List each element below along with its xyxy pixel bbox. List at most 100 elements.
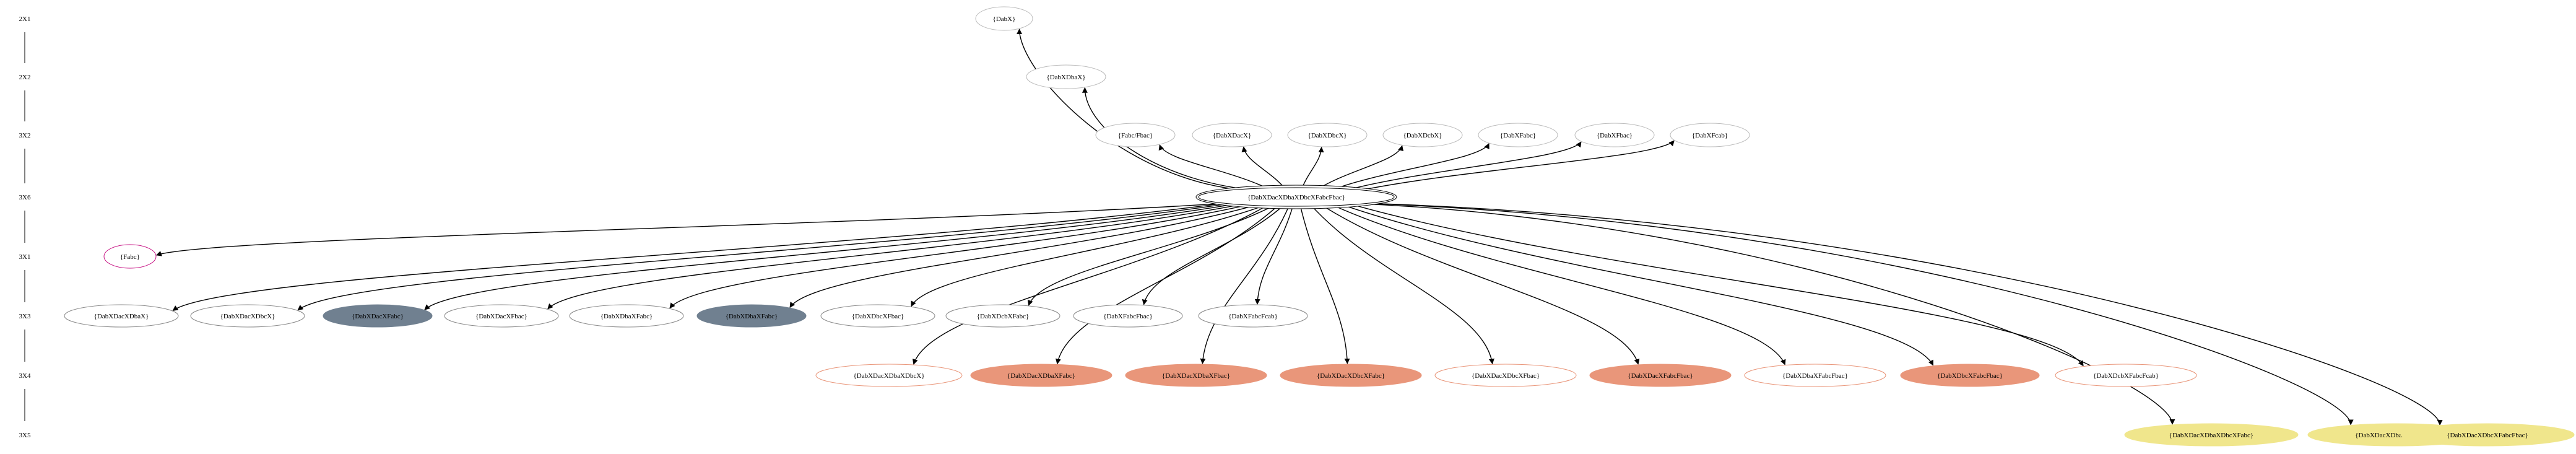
node-d4[interactable]: {DabXDacXDbcXFabc} [1280,364,1422,387]
node-e3[interactable]: {DabXDacXDbcXFabcFbac} [2400,423,2575,447]
edge-root-to-c7 [911,203,1270,307]
rank-label-r5: 3X1 [19,253,31,261]
node-n2[interactable]: {Fabc/Fbac} [1095,123,1176,147]
node-d8[interactable]: {DabXDbcXFabcFbac} [1900,364,2040,387]
node-shape [970,364,1112,387]
node-shape [1073,304,1183,328]
node-label: {DabXDbaXFabc} [726,313,778,320]
node-label: {DabXFabcFbac} [1103,313,1153,320]
node-shape-inner [1198,187,1395,207]
edge-root-to-c3 [424,203,1239,310]
node-shape [190,304,305,328]
edge-root-to-n8 [1360,140,1675,191]
node-shape [815,364,963,387]
edge-root-to-n3 [1241,146,1287,191]
node-n1[interactable]: {DabXDbaX} [1026,64,1106,89]
node-label: {DabXDacXFabc} [352,313,404,320]
node-n8[interactable]: {DabXFcab} [1670,123,1750,147]
node-shape [1744,364,1886,387]
node-d3[interactable]: {DabXDacXDbaXFbac} [1125,364,1267,387]
edge-root-to-d5 [1309,203,1494,365]
node-label: {DabXDacXDbaXDbcXFabc} [2169,432,2253,439]
node-d7[interactable]: {DabXDbaXFabcFbac} [1744,364,1886,387]
node-n0[interactable]: {DabX} [975,6,1033,31]
edge-root-to-n2 [1158,144,1272,191]
rank-label-r3: 3X2 [19,132,31,139]
edge-root-to-c1 [172,203,1223,312]
node-label: {DabXDacXDbaXFabc} [1007,372,1075,380]
node-label: {DabXDcbXFabc} [977,313,1029,320]
node-shape [1125,364,1267,387]
node-label: {DabXFabcFcab} [1228,313,1278,320]
node-label: {DabXDbcXFabcFbac} [1937,372,2003,380]
edge-root-to-n1 [1082,87,1262,191]
node-n4[interactable]: {DabXDbcX} [1287,123,1368,147]
edge-root-to-n6 [1330,143,1490,191]
edge-root-to-d2 [1055,203,1281,365]
node-shape [2124,423,2299,447]
node-shape [696,304,807,328]
node-label: {DabXFcab} [1692,132,1728,139]
edge-root-to-n4 [1300,146,1324,191]
node-d1[interactable]: {DabXDacXDbaXDbcX} [815,364,963,387]
node-c3[interactable]: {DabXDacXFabc} [323,304,433,328]
node-label: {DabXDacXDbaX} [94,313,149,320]
edge-root-to-d6 [1319,203,1640,365]
node-c5[interactable]: {DabXDbaXFabc} [569,304,684,328]
node-shape [1574,123,1655,147]
node-shape [1198,304,1308,328]
node-label: {DabXDacXDbaXDbcX} [853,372,924,380]
node-shape [1287,123,1368,147]
edge-root-to-c5 [669,203,1255,309]
edge-root-to-n5 [1315,145,1403,191]
rank-label-r8: 3X5 [19,432,31,439]
edge-root-to-c9 [1142,203,1286,305]
edge-root-to-d4 [1299,203,1350,364]
node-shape [1192,123,1272,147]
node-label: {DabXDacXDbaXDbcXFabcFbac} [1247,194,1345,201]
node-shape [820,304,935,328]
node-shape [103,244,157,269]
edge-root-to-n7 [1345,141,1582,191]
node-label: {DabXDbaXFabcFbac} [1782,372,1848,380]
edge-root-to-c2 [297,203,1231,311]
node-label: {DabXDcbX} [1403,132,1442,139]
node-shape [2400,423,2575,447]
edge-root-to-e3 [1371,203,2443,426]
edge-root-to-n9 [155,203,1224,256]
edges-layer [155,28,2443,426]
node-shape [945,304,1060,328]
node-n6[interactable]: {DabXFabc} [1478,123,1558,147]
rank-label-r1: 2X1 [19,15,31,23]
node-n3[interactable]: {DabXDacX} [1192,123,1272,147]
node-shape [1026,64,1106,89]
node-d5[interactable]: {DabXDacXDbcXFbac} [1434,364,1577,387]
node-label: {DabXDcbXFabcFcab} [2093,372,2159,380]
node-n5[interactable]: {DabXDcbX} [1382,123,1463,147]
node-label: {DabXDacXFabcFbac} [1628,372,1693,380]
edge-root-to-d1 [912,203,1272,365]
node-n7[interactable]: {DabXFbac} [1574,123,1655,147]
edge-root-to-c4 [547,203,1247,310]
node-c2[interactable]: {DabXDacXDbcX} [190,304,305,328]
node-c7[interactable]: {DabXDbcXFbac} [820,304,935,328]
node-c10[interactable]: {DabXFabcFcab} [1198,304,1308,328]
node-e1[interactable]: {DabXDacXDbaXDbcXFabc} [2124,423,2299,447]
edge-root-to-c10 [1254,203,1295,305]
node-shape [1589,364,1732,387]
node-c9[interactable]: {DabXFabcFbac} [1073,304,1183,328]
node-c8[interactable]: {DabXDcbXFabc} [945,304,1060,328]
node-d2[interactable]: {DabXDacXDbaXFabc} [970,364,1112,387]
node-d9[interactable]: {DabXDcbXFabcFcab} [2055,364,2197,387]
node-c1[interactable]: {DabXDacXDbaX} [64,304,179,328]
node-root[interactable]: {DabXDacXDbaXDbcXFabcFbac} [1195,185,1397,209]
node-n9[interactable]: {Fabc} [103,244,157,269]
edge-root-to-d9 [1348,203,2084,367]
node-shape [1382,123,1463,147]
node-c4[interactable]: {DabXDacXFbac} [444,304,559,328]
edge-root-to-e1 [1353,203,2175,425]
node-c6[interactable]: {DabXDbaXFabc} [696,304,807,328]
node-d6[interactable]: {DabXDacXFabcFbac} [1589,364,1732,387]
